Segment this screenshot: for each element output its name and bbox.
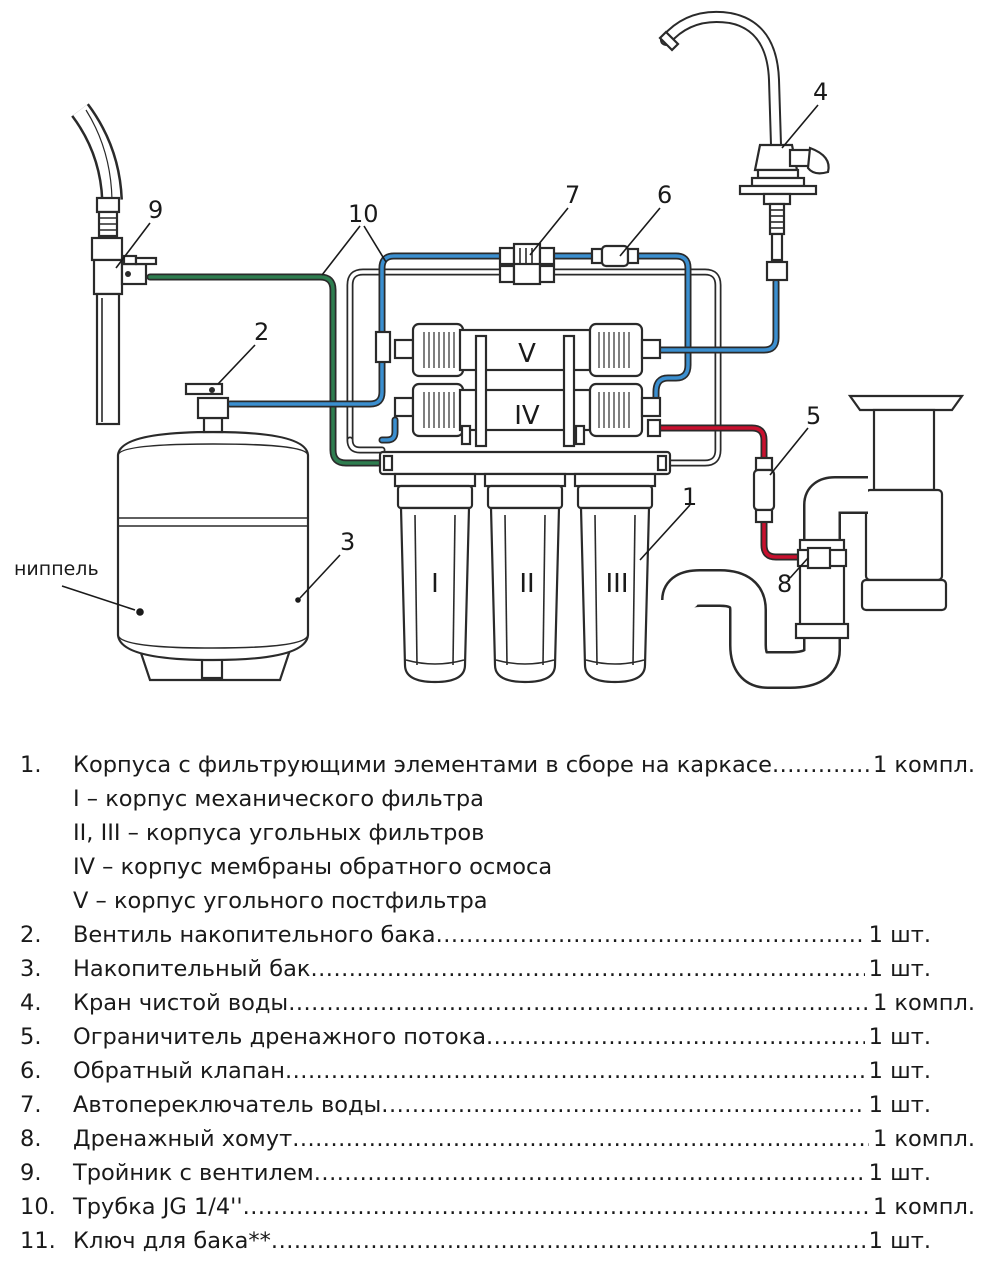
callout-1: 1 <box>682 483 697 511</box>
check-valve <box>590 244 640 268</box>
parts-list-item: 1. Корпуса с фильтрующими элементами в с… <box>0 748 975 782</box>
item-number: 11. <box>20 1228 56 1254</box>
housing-clamps <box>460 334 586 448</box>
item-number: 8. <box>20 1126 42 1152</box>
callout-10: 10 <box>348 200 379 228</box>
parts-list-item: 10. Трубка JG 1/4'' ....................… <box>0 1190 975 1224</box>
item-description: Кран чистой воды <box>73 990 289 1016</box>
red-drain-tube <box>654 424 804 561</box>
callout-8: 8 <box>777 570 792 598</box>
item-description: Трубка JG 1/4'' <box>73 1194 243 1220</box>
frame <box>346 268 722 467</box>
subitem: II, III – корпуса угольных фильтров <box>73 820 485 846</box>
item-number: 9. <box>20 1160 42 1186</box>
parts-list-item: 9. Тройник с вентилем ..................… <box>0 1156 975 1190</box>
parts-list-item: 8. Дренажный хомут .....................… <box>0 1122 975 1156</box>
item-number: 5. <box>20 1024 42 1050</box>
label-housing-i: I <box>431 569 439 599</box>
item-quantity: 1 шт. <box>868 1058 931 1084</box>
parts-list-item: 2. Вентиль накопительного бака .........… <box>0 918 975 952</box>
item-description: Вентиль накопительного бака <box>73 922 436 948</box>
callout-5: 5 <box>806 402 821 430</box>
item-number: 4. <box>20 990 42 1016</box>
housing-end-ribs <box>423 332 630 429</box>
label-housing-v: V <box>518 339 536 369</box>
flow-restrictor <box>752 456 776 524</box>
item-number: 6. <box>20 1058 42 1084</box>
green-tube <box>146 273 389 467</box>
callouts: 1 2 3 4 5 6 7 8 9 10 <box>115 78 828 599</box>
tee-with-valve <box>90 196 158 426</box>
item-quantity: 1 шт. <box>868 1160 931 1186</box>
faucet <box>658 11 830 282</box>
item-description: Ключ для бака** <box>73 1228 271 1254</box>
item-number: 2. <box>20 922 42 948</box>
label-housing-iii: III <box>605 569 628 599</box>
subitem: V – корпус угольного постфильтра <box>73 888 488 914</box>
sink-siphon <box>661 394 965 689</box>
parts-list-item: 11. Ключ для бака** ....................… <box>0 1224 975 1258</box>
label-housing-ii: II <box>519 569 534 599</box>
prefilter-manifold <box>378 450 672 476</box>
blue-tube-tank <box>226 356 399 444</box>
auto-shutoff-valve <box>498 242 556 286</box>
item-quantity: 1 шт. <box>868 922 931 948</box>
item-description: Ограничитель дренажного потока <box>73 1024 486 1050</box>
item-quantity: 1 шт. <box>868 1092 931 1118</box>
callout-4: 4 <box>813 78 828 106</box>
item-quantity: 1 шт. <box>868 956 931 982</box>
nipple-label: ниппель <box>14 558 99 580</box>
parts-list-item: 3. Накопительный бак ...................… <box>0 952 975 986</box>
parts-list-item: 6. Обратный клапан .....................… <box>0 1054 975 1088</box>
callout-6: 6 <box>657 181 672 209</box>
item-number: 1. <box>20 752 42 778</box>
subitem: I – корпус механического фильтра <box>73 786 484 812</box>
item-description: Обратный клапан <box>73 1058 285 1084</box>
storage-tank <box>116 382 310 682</box>
item-quantity: 1 компл. <box>872 752 975 778</box>
item-description: Дренажный хомут <box>73 1126 293 1152</box>
label-housing-iv: IV <box>514 401 540 431</box>
parts-list-item: 7. Автопереключатель воды ..............… <box>0 1088 975 1122</box>
item-description: Накопительный бак <box>73 956 311 982</box>
housing-labels: I II III IV V <box>431 339 628 599</box>
item-quantity: 1 компл. <box>872 1126 975 1152</box>
blue-tube-top <box>378 252 780 409</box>
frame-bracket <box>374 330 392 364</box>
item-quantity: 1 компл. <box>872 1194 975 1220</box>
parts-list: 1. Корпуса с фильтрующими элементами в с… <box>0 748 1000 1268</box>
inlet-hose <box>71 103 123 201</box>
item-quantity: 1 шт. <box>868 1024 931 1050</box>
nipple-callout: ниппель <box>14 558 136 611</box>
subitem: IV – корпус мембраны обратного осмоса <box>73 854 553 880</box>
item-description: Корпуса с фильтрующими элементами в сбор… <box>73 752 772 778</box>
parts-list-item: 5. Ограничитель дренажного потока ......… <box>0 1020 975 1054</box>
installation-diagram: 1 2 3 4 5 6 7 8 9 10 I II III IV V ниппе… <box>14 11 965 689</box>
item-number: 3. <box>20 956 42 982</box>
prefilter-housing-i <box>393 472 477 684</box>
callout-3: 3 <box>340 528 355 556</box>
item-description: Автопереключатель воды <box>73 1092 382 1118</box>
parts-list-item: 4. Кран чистой воды ....................… <box>0 986 975 1020</box>
callout-2: 2 <box>254 318 269 346</box>
item-quantity: 1 компл. <box>872 990 975 1016</box>
item-number: 7. <box>20 1092 42 1118</box>
item-number: 10. <box>20 1194 56 1220</box>
item-quantity: 1 шт. <box>868 1228 931 1254</box>
callout-7: 7 <box>565 181 580 209</box>
item-description: Тройник с вентилем <box>73 1160 314 1186</box>
callout-9: 9 <box>148 196 163 224</box>
